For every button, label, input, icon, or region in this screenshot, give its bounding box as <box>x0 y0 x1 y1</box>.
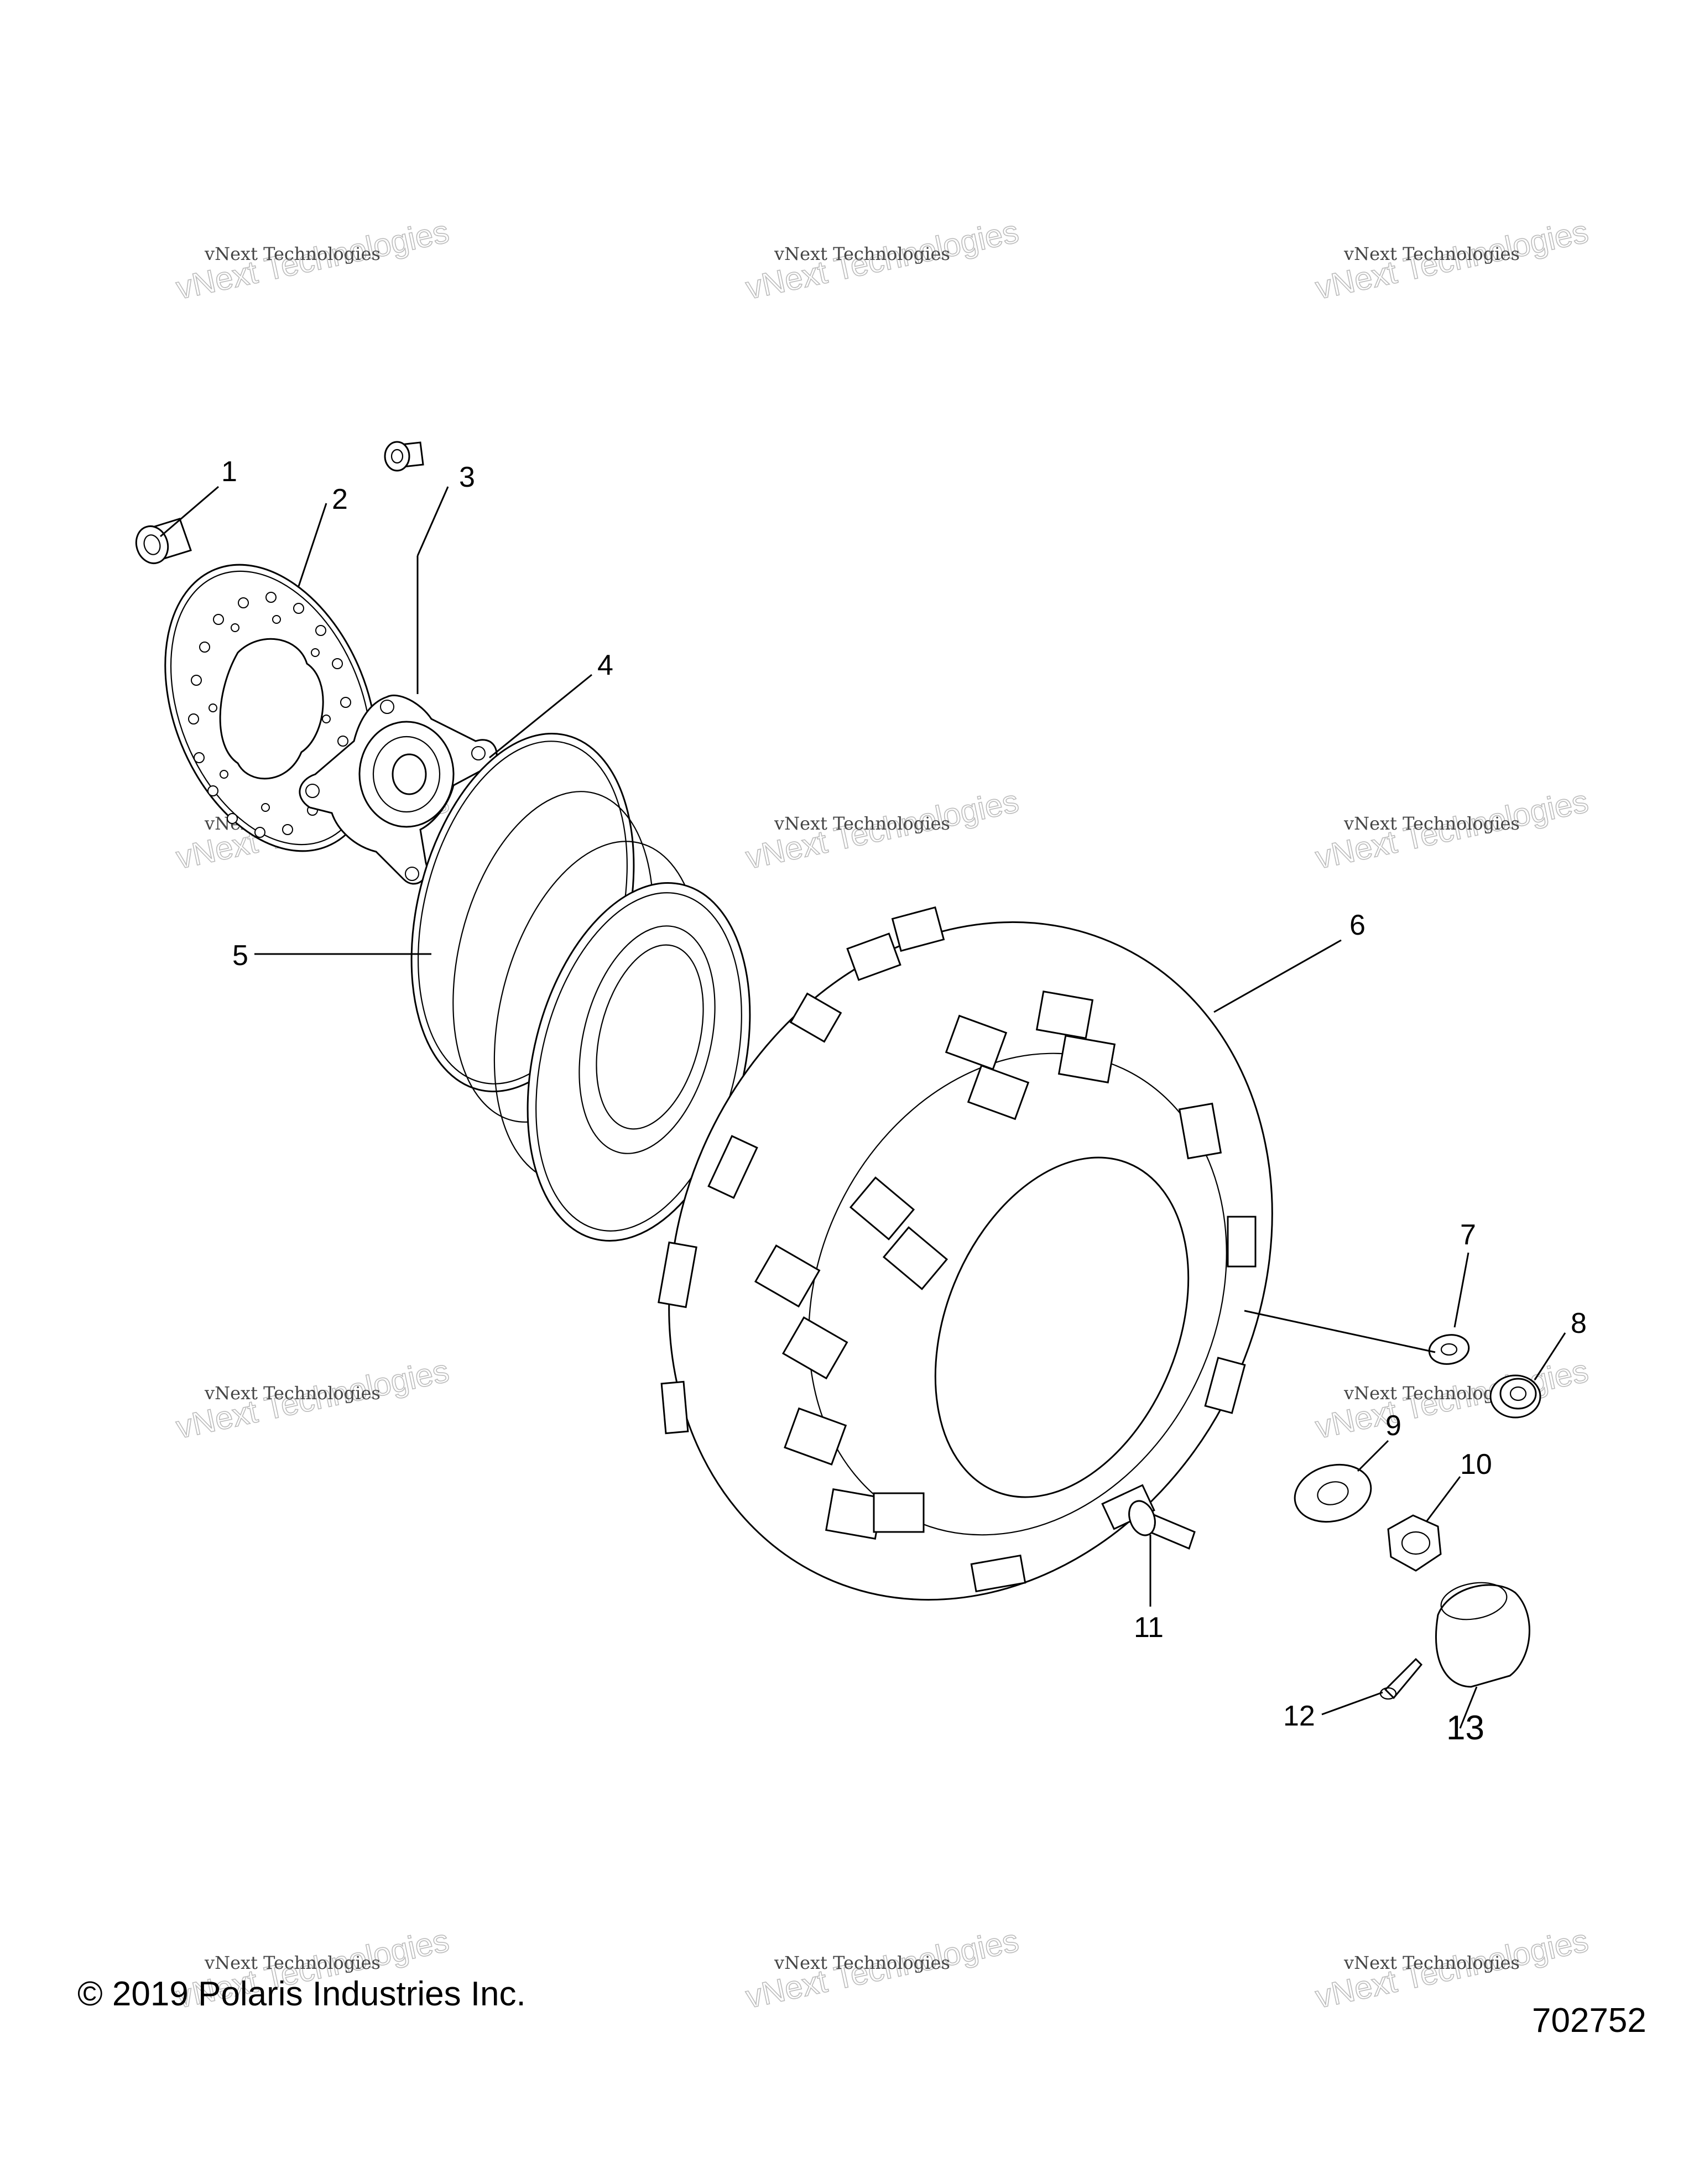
callout-9: 9 <box>1385 1410 1401 1442</box>
callout-labels: 1 2 3 4 5 6 7 8 9 10 11 12 13 <box>221 456 1587 1747</box>
part-9-washer-large <box>1294 1463 1372 1523</box>
part-3-hub-bolt <box>384 441 424 472</box>
svg-text:vNext Technologies: vNext Technologies <box>204 1952 381 1973</box>
watermark: vNext Technologies vNext Technologies <box>742 213 1022 307</box>
part-8-flange-nut <box>1489 1374 1541 1419</box>
copyright-notice: © 2019 Polaris Industries Inc. <box>77 1975 526 2013</box>
part-5-wheel-rim <box>410 733 751 1242</box>
part-7-washer <box>1428 1334 1470 1365</box>
callout-1: 1 <box>221 456 237 488</box>
callout-8: 8 <box>1571 1307 1587 1339</box>
callout-6: 6 <box>1349 909 1366 941</box>
part-13-hub-cap <box>1435 1582 1530 1688</box>
svg-text:vNext Technologies: vNext Technologies <box>1343 1952 1520 1973</box>
svg-text:vNext Technologies: vNext Technologies <box>1343 813 1520 834</box>
callout-4: 4 <box>597 649 613 681</box>
tire-tread-blocks <box>658 906 1257 1593</box>
watermark: vNext Technologies vNext Technologies <box>742 783 1022 877</box>
callout-12: 12 <box>1283 1700 1315 1732</box>
part-6-tire <box>658 906 1273 1601</box>
callout-2: 2 <box>332 483 348 515</box>
callout-13: 13 <box>1446 1709 1484 1747</box>
svg-text:vNext Technologies: vNext Technologies <box>774 243 950 264</box>
watermark: vNext Technologies vNext Technologies <box>1312 213 1592 307</box>
part-11-wheel-stud <box>1128 1500 1196 1550</box>
watermark: vNext Technologies vNext Technologies <box>742 1922 1022 2016</box>
figure-number: 702752 <box>1532 2001 1646 2040</box>
callout-3: 3 <box>459 461 475 493</box>
callout-5: 5 <box>232 940 248 972</box>
watermark: vNext Technologies vNext Technologies <box>173 213 452 307</box>
part-1-disc-bolt <box>135 518 192 564</box>
svg-text:vNext Technologies: vNext Technologies <box>204 243 381 264</box>
watermark: vNext Technologies vNext Technologies <box>173 1352 452 1446</box>
svg-text:vNext Technologies: vNext Technologies <box>774 813 950 834</box>
disc-vent-holes <box>188 592 351 838</box>
part-12-cotter-pin <box>1379 1657 1423 1700</box>
leader-lines <box>160 486 1566 1729</box>
svg-text:vNext Technologies: vNext Technologies <box>204 1383 381 1404</box>
svg-text:vNext Technologies: vNext Technologies <box>774 1952 950 1973</box>
callout-10: 10 <box>1460 1448 1492 1481</box>
part-4-wheel-hub <box>299 694 498 885</box>
part-10-hex-nut <box>1387 1514 1442 1572</box>
svg-text:vNext Technologies: vNext Technologies <box>1343 243 1520 264</box>
callout-7: 7 <box>1460 1219 1476 1251</box>
watermark: vNext Technologies vNext Technologies <box>1312 1352 1592 1446</box>
watermark: vNext Technologies vNext Technologies <box>1312 783 1592 877</box>
callout-11: 11 <box>1134 1612 1164 1644</box>
